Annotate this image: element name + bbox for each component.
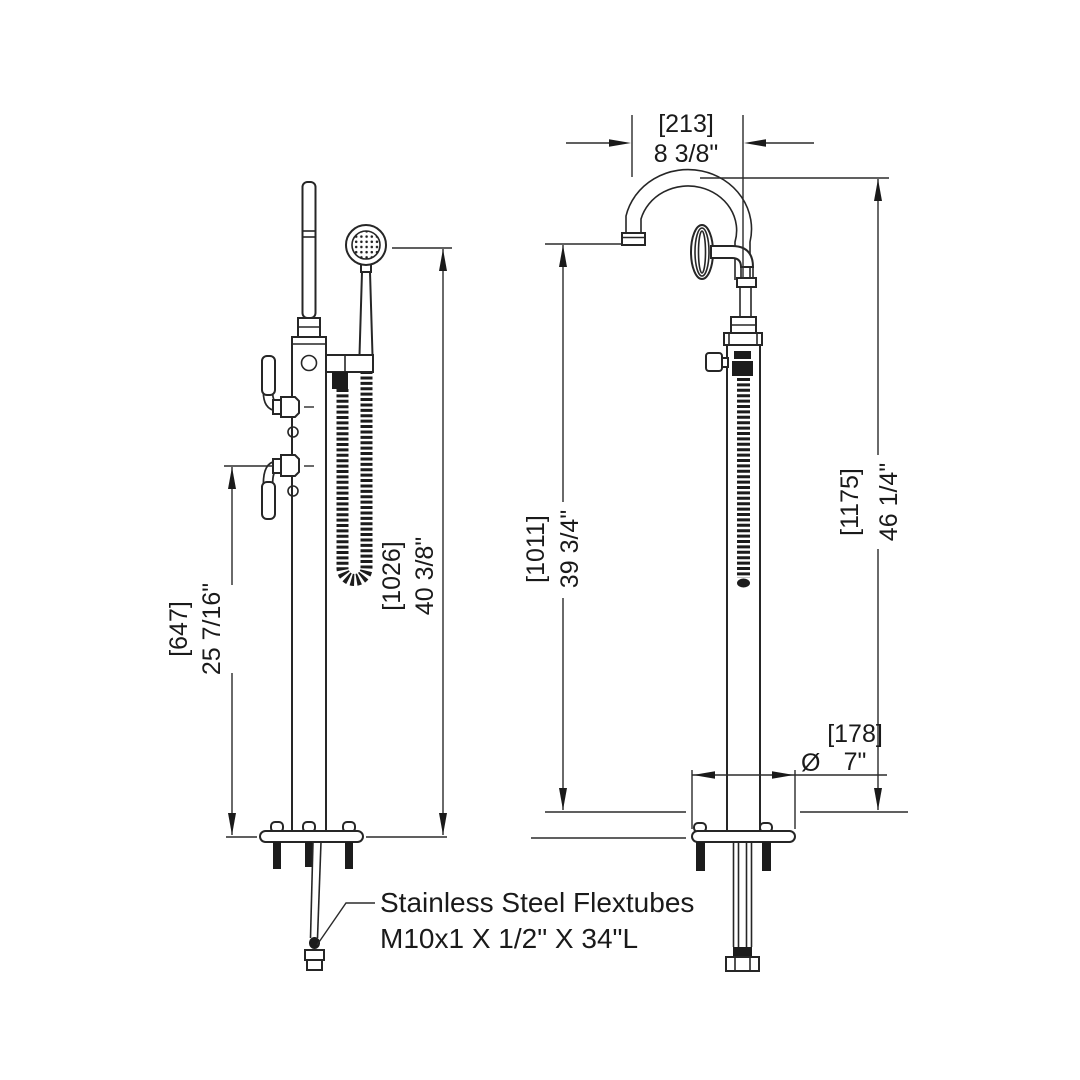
leader-line: [316, 902, 375, 946]
handshower-head-rib: [694, 227, 710, 277]
column-body-front: [726, 344, 761, 833]
upper-lever-handle: [261, 355, 314, 438]
base-plate-front: [531, 811, 908, 972]
valve-nut: [280, 454, 300, 477]
bolt-shaft: [305, 842, 313, 867]
dimension-handshower-height: [1026] 40 3/8": [378, 247, 452, 835]
dim-label-mm: [1011]: [522, 515, 550, 583]
arrowhead-up: [874, 179, 882, 201]
dimension-handle-height: [647] 25 7/16": [165, 465, 273, 835]
side-view: [226, 181, 447, 971]
spout-inner-edge: [640, 185, 738, 280]
spout-outer-edge: [625, 168, 753, 280]
dimension-base-diameter: Ø [178] 7": [691, 720, 887, 829]
front-view: [531, 168, 908, 972]
bolt-shaft: [345, 842, 353, 869]
bolt-shaft: [696, 842, 705, 871]
hose-supply-nut: [332, 372, 348, 389]
gooseneck-spout: [621, 168, 753, 280]
bolt-shaft: [762, 842, 771, 871]
outlet-nut: [725, 956, 760, 972]
lower-lever-handle: [261, 454, 314, 520]
dim-label-mm: [178]: [827, 720, 883, 748]
dim-label-in: 7": [844, 748, 867, 776]
arrowhead-left: [693, 771, 715, 779]
faucet-column-front: [705, 316, 763, 833]
outlet-band: [733, 947, 752, 957]
flextube: [304, 841, 325, 971]
handshower-spray-face: [351, 230, 381, 260]
dimension-overall-height: [1175] 46 1/4": [700, 177, 903, 810]
flextube-fitting: [306, 959, 323, 971]
dim-label-in: 8 3/8": [654, 140, 718, 168]
handshower-bracket: [325, 354, 374, 389]
note-line1: Stainless Steel Flextubes: [380, 887, 694, 918]
dim-label-mm: [1026]: [378, 541, 406, 611]
flextube-edge: [309, 841, 314, 939]
diameter-symbol: Ø: [801, 749, 820, 777]
diverter-knob: [705, 352, 723, 372]
bolt-shaft: [273, 842, 281, 869]
arrowhead-up: [559, 245, 567, 267]
dim-label-mm: [647]: [165, 601, 193, 657]
note-line2: M10x1 X 1/2" X 34"L: [380, 923, 638, 954]
arrowhead-down: [228, 813, 236, 835]
valve-boss: [287, 485, 299, 497]
hose-nut-front: [734, 351, 751, 359]
base-plate: [259, 830, 364, 843]
column-body: [291, 336, 327, 833]
arrowhead-down: [439, 813, 447, 835]
base-plate: [691, 830, 796, 843]
dim-label-in: 25 7/16": [198, 583, 226, 675]
riser-rod: [297, 181, 321, 338]
valve-boss: [287, 426, 299, 438]
lever-grip: [261, 355, 276, 396]
dimension-spout-height: [1011] 39 3/4": [522, 243, 623, 810]
flextube-note: Stainless Steel Flextubes M10x1 X 1/2" X…: [316, 887, 694, 954]
arrowhead-right: [609, 139, 631, 147]
handshower-head-rib: [697, 230, 707, 274]
dim-label-in: 46 1/4": [875, 463, 903, 541]
riser-rod-body: [301, 181, 317, 319]
hose-end: [737, 578, 750, 588]
flextube-edge: [316, 841, 322, 939]
hand-shower-side: [345, 224, 387, 356]
label-backing: [205, 585, 235, 673]
arrowhead-right: [772, 771, 794, 779]
dimension-spout-reach: [213] 8 3/8": [566, 110, 814, 279]
arrowhead-down: [874, 788, 882, 810]
flextube-fitting: [304, 949, 325, 961]
arrowhead-up: [439, 249, 447, 271]
bracket-body: [325, 354, 374, 373]
arrowhead-up: [228, 467, 236, 489]
lever-grip: [261, 481, 276, 520]
flextube-collar: [309, 937, 320, 949]
hose-front: [737, 378, 750, 588]
base-plate-side: [226, 821, 447, 869]
handshower-handle: [358, 271, 374, 356]
dim-label-mm: [1175]: [836, 468, 864, 536]
hose-nut-front: [732, 361, 753, 376]
handle-coupling: [736, 277, 757, 288]
valve-nut: [280, 396, 300, 418]
dim-label-mm: [213]: [658, 110, 714, 138]
dim-label-in: 39 3/4": [556, 510, 584, 588]
diverter-button: [300, 354, 318, 372]
dim-label-in: 40 3/8": [411, 537, 439, 615]
faucet-column-side: [291, 336, 327, 833]
spout-outlet-cap: [621, 232, 646, 246]
arrowhead-down: [559, 788, 567, 810]
arrowhead-left: [744, 139, 766, 147]
